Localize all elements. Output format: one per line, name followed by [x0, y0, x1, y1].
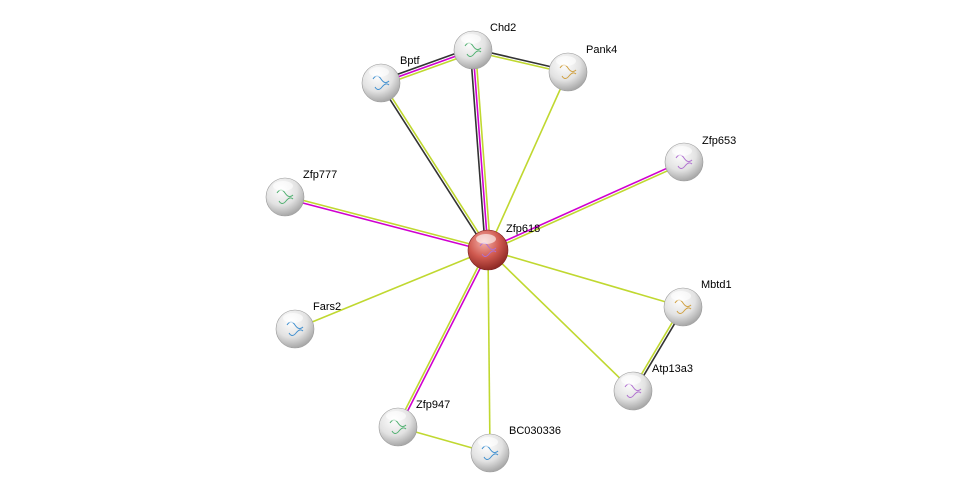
node-highlight	[672, 146, 692, 156]
node-label: Zfp947	[416, 399, 450, 411]
edge-zfp618-zfp947-magenta[interactable]	[398, 250, 490, 428]
node-pank4[interactable]: Pank4	[548, 44, 617, 92]
node-zfp653[interactable]: Zfp653	[664, 135, 736, 182]
edge-zfp618-zfp653-magenta[interactable]	[487, 160, 684, 250]
node-zfp618[interactable]: Zfp618	[467, 223, 540, 271]
edge-zfp618-zfp653-yellowgreen[interactable]	[488, 162, 685, 252]
edge-zfp618-zfp947-yellowgreen[interactable]	[396, 249, 488, 427]
node-highlight	[621, 375, 641, 385]
edge-zfp618-atp13a3-yellowgreen[interactable]	[487, 249, 634, 392]
node-label: Chd2	[490, 22, 516, 34]
edge-zfp618-fars2-yellowgreen[interactable]	[294, 249, 489, 330]
edge-zfp618-bptf-black[interactable]	[379, 83, 488, 252]
node-bptf[interactable]: Bptf	[361, 55, 421, 103]
edge-zfp618-bc030336-yellowgreen[interactable]	[487, 249, 491, 454]
node-label: Pank4	[586, 44, 617, 56]
node-mbtd1[interactable]: Mbtd1	[663, 279, 732, 327]
node-label: Atp13a3	[652, 363, 693, 375]
edge-zfp618-chd2-magenta[interactable]	[472, 49, 489, 251]
node-atp13a3[interactable]: Atp13a3	[613, 363, 693, 411]
node-highlight	[283, 313, 303, 323]
node-label: Fars2	[313, 301, 341, 313]
edge-zfp618-chd2-black[interactable]	[469, 50, 487, 251]
edge-zfp618-bptf-yellowgreen[interactable]	[381, 81, 490, 250]
node-highlight	[369, 67, 389, 77]
node-label: Zfp777	[303, 169, 337, 181]
node-highlight	[273, 181, 293, 191]
node-highlight	[556, 56, 576, 66]
node-bc030336[interactable]: BC030336	[470, 425, 561, 473]
node-highlight	[386, 411, 406, 421]
node-zfp947[interactable]: Zfp947	[378, 399, 450, 447]
node-label: BC030336	[509, 425, 561, 437]
node-chd2[interactable]: Chd2	[453, 22, 516, 70]
node-highlight	[671, 291, 691, 301]
node-fars2[interactable]: Fars2	[275, 301, 341, 349]
node-highlight	[461, 34, 481, 44]
edge-zfp618-pank4-yellowgreen[interactable]	[487, 71, 569, 251]
node-label: Zfp653	[702, 135, 736, 147]
edge-zfp618-mbtd1-yellowgreen[interactable]	[487, 249, 684, 308]
node-label: Zfp618	[506, 223, 540, 235]
node-label: Bptf	[400, 55, 421, 67]
edge-zfp618-zfp777-yellowgreen[interactable]	[285, 194, 489, 250]
node-highlight	[476, 234, 496, 244]
node-highlight	[478, 437, 498, 447]
edge-zfp618-zfp777-magenta[interactable]	[284, 197, 488, 253]
edge-zfp618-chd2-yellowgreen[interactable]	[474, 49, 492, 250]
node-zfp777[interactable]: Zfp777	[265, 169, 337, 217]
node-label: Mbtd1	[701, 279, 732, 291]
